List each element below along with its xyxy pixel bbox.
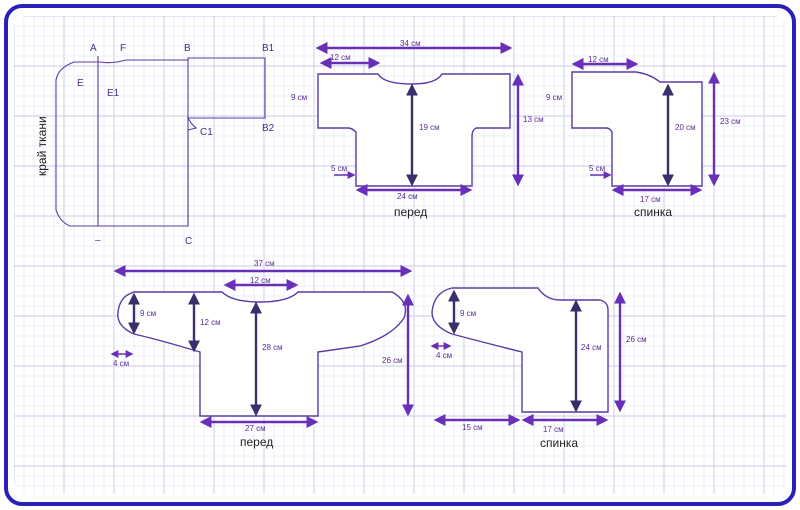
point-A: A	[90, 43, 97, 54]
pattern-top-back: 12 см 9 см 20 см 23 см 5 см 17 см спинка	[546, 55, 741, 219]
bottom-front-bottom-label: 27 см	[245, 424, 266, 433]
point-E1: E1	[107, 88, 120, 99]
top-front-total-width-label: 34 см	[400, 39, 421, 48]
bottom-front-height-label: 26 см	[382, 356, 403, 365]
point-dash: –	[95, 235, 101, 246]
top-back-bottom-label: 17 см	[640, 195, 661, 204]
top-back-body-height-label: 20 см	[675, 123, 696, 132]
bottom-back-bottom-label: 17 см	[543, 425, 564, 434]
pattern-top-front: 34 см 12 см 9 см 13 см 19 см 5 см 24 см …	[291, 39, 544, 219]
top-front-sleeve-label: 9 см	[291, 93, 307, 102]
bottom-back-sleeve-label: 9 см	[460, 309, 476, 318]
bottom-back-body-height-label: 24 см	[581, 343, 602, 352]
bottom-back-cuff-label: 4 см	[436, 351, 452, 360]
bottom-front-inner-label: 12 см	[200, 318, 221, 327]
point-C1: C1	[200, 127, 213, 138]
fabric-edge-label: край ткани	[35, 116, 49, 176]
point-E: E	[77, 78, 84, 89]
top-back-height-label: 23 см	[720, 117, 741, 126]
bottom-front-neck-label: 12 см	[250, 276, 271, 285]
point-B1: B1	[262, 43, 275, 54]
point-C: C	[185, 236, 192, 247]
bottom-front-cuff-label: 4 см	[113, 359, 129, 368]
draft-diagram: край ткани A F B B1 E E1 C1 B2 C –	[35, 43, 275, 247]
bottom-front-total-width-label: 37 см	[254, 259, 275, 268]
top-back-caption: спинка	[634, 205, 672, 219]
top-front-height-label: 13 см	[523, 115, 544, 124]
bottom-front-sleeve-label: 9 см	[140, 309, 156, 318]
bottom-back-height-label: 26 см	[626, 335, 647, 344]
top-front-cuff-label: 5 см	[331, 164, 347, 173]
bottom-front-body-height-label: 28 см	[262, 343, 283, 352]
bottom-front-caption: перед	[240, 435, 273, 449]
top-front-neck-label: 12 см	[330, 53, 351, 62]
top-front-caption: перед	[394, 205, 427, 219]
top-front-body-height-label: 19 см	[419, 123, 440, 132]
pattern-bottom-back: 9 см 24 см 26 см 4 см 15 см 17 см спинка	[430, 287, 647, 450]
point-B: B	[184, 43, 191, 54]
top-back-sleeve-label: 9 см	[546, 93, 562, 102]
point-F: F	[120, 43, 126, 54]
pattern-bottom-front: 37 см 12 см 9 см 12 см 28 см 26 см 4 см …	[110, 259, 414, 449]
bottom-back-shape	[431, 287, 609, 413]
bottom-back-sleeve-len-label: 15 см	[462, 423, 483, 432]
top-back-cuff-label: 5 см	[589, 164, 605, 173]
point-B2: B2	[262, 123, 275, 134]
top-front-bottom-label: 24 см	[397, 192, 418, 201]
bottom-back-caption: спинка	[540, 436, 578, 450]
draft-outline	[55, 57, 266, 227]
top-back-neck-label: 12 см	[588, 55, 609, 64]
